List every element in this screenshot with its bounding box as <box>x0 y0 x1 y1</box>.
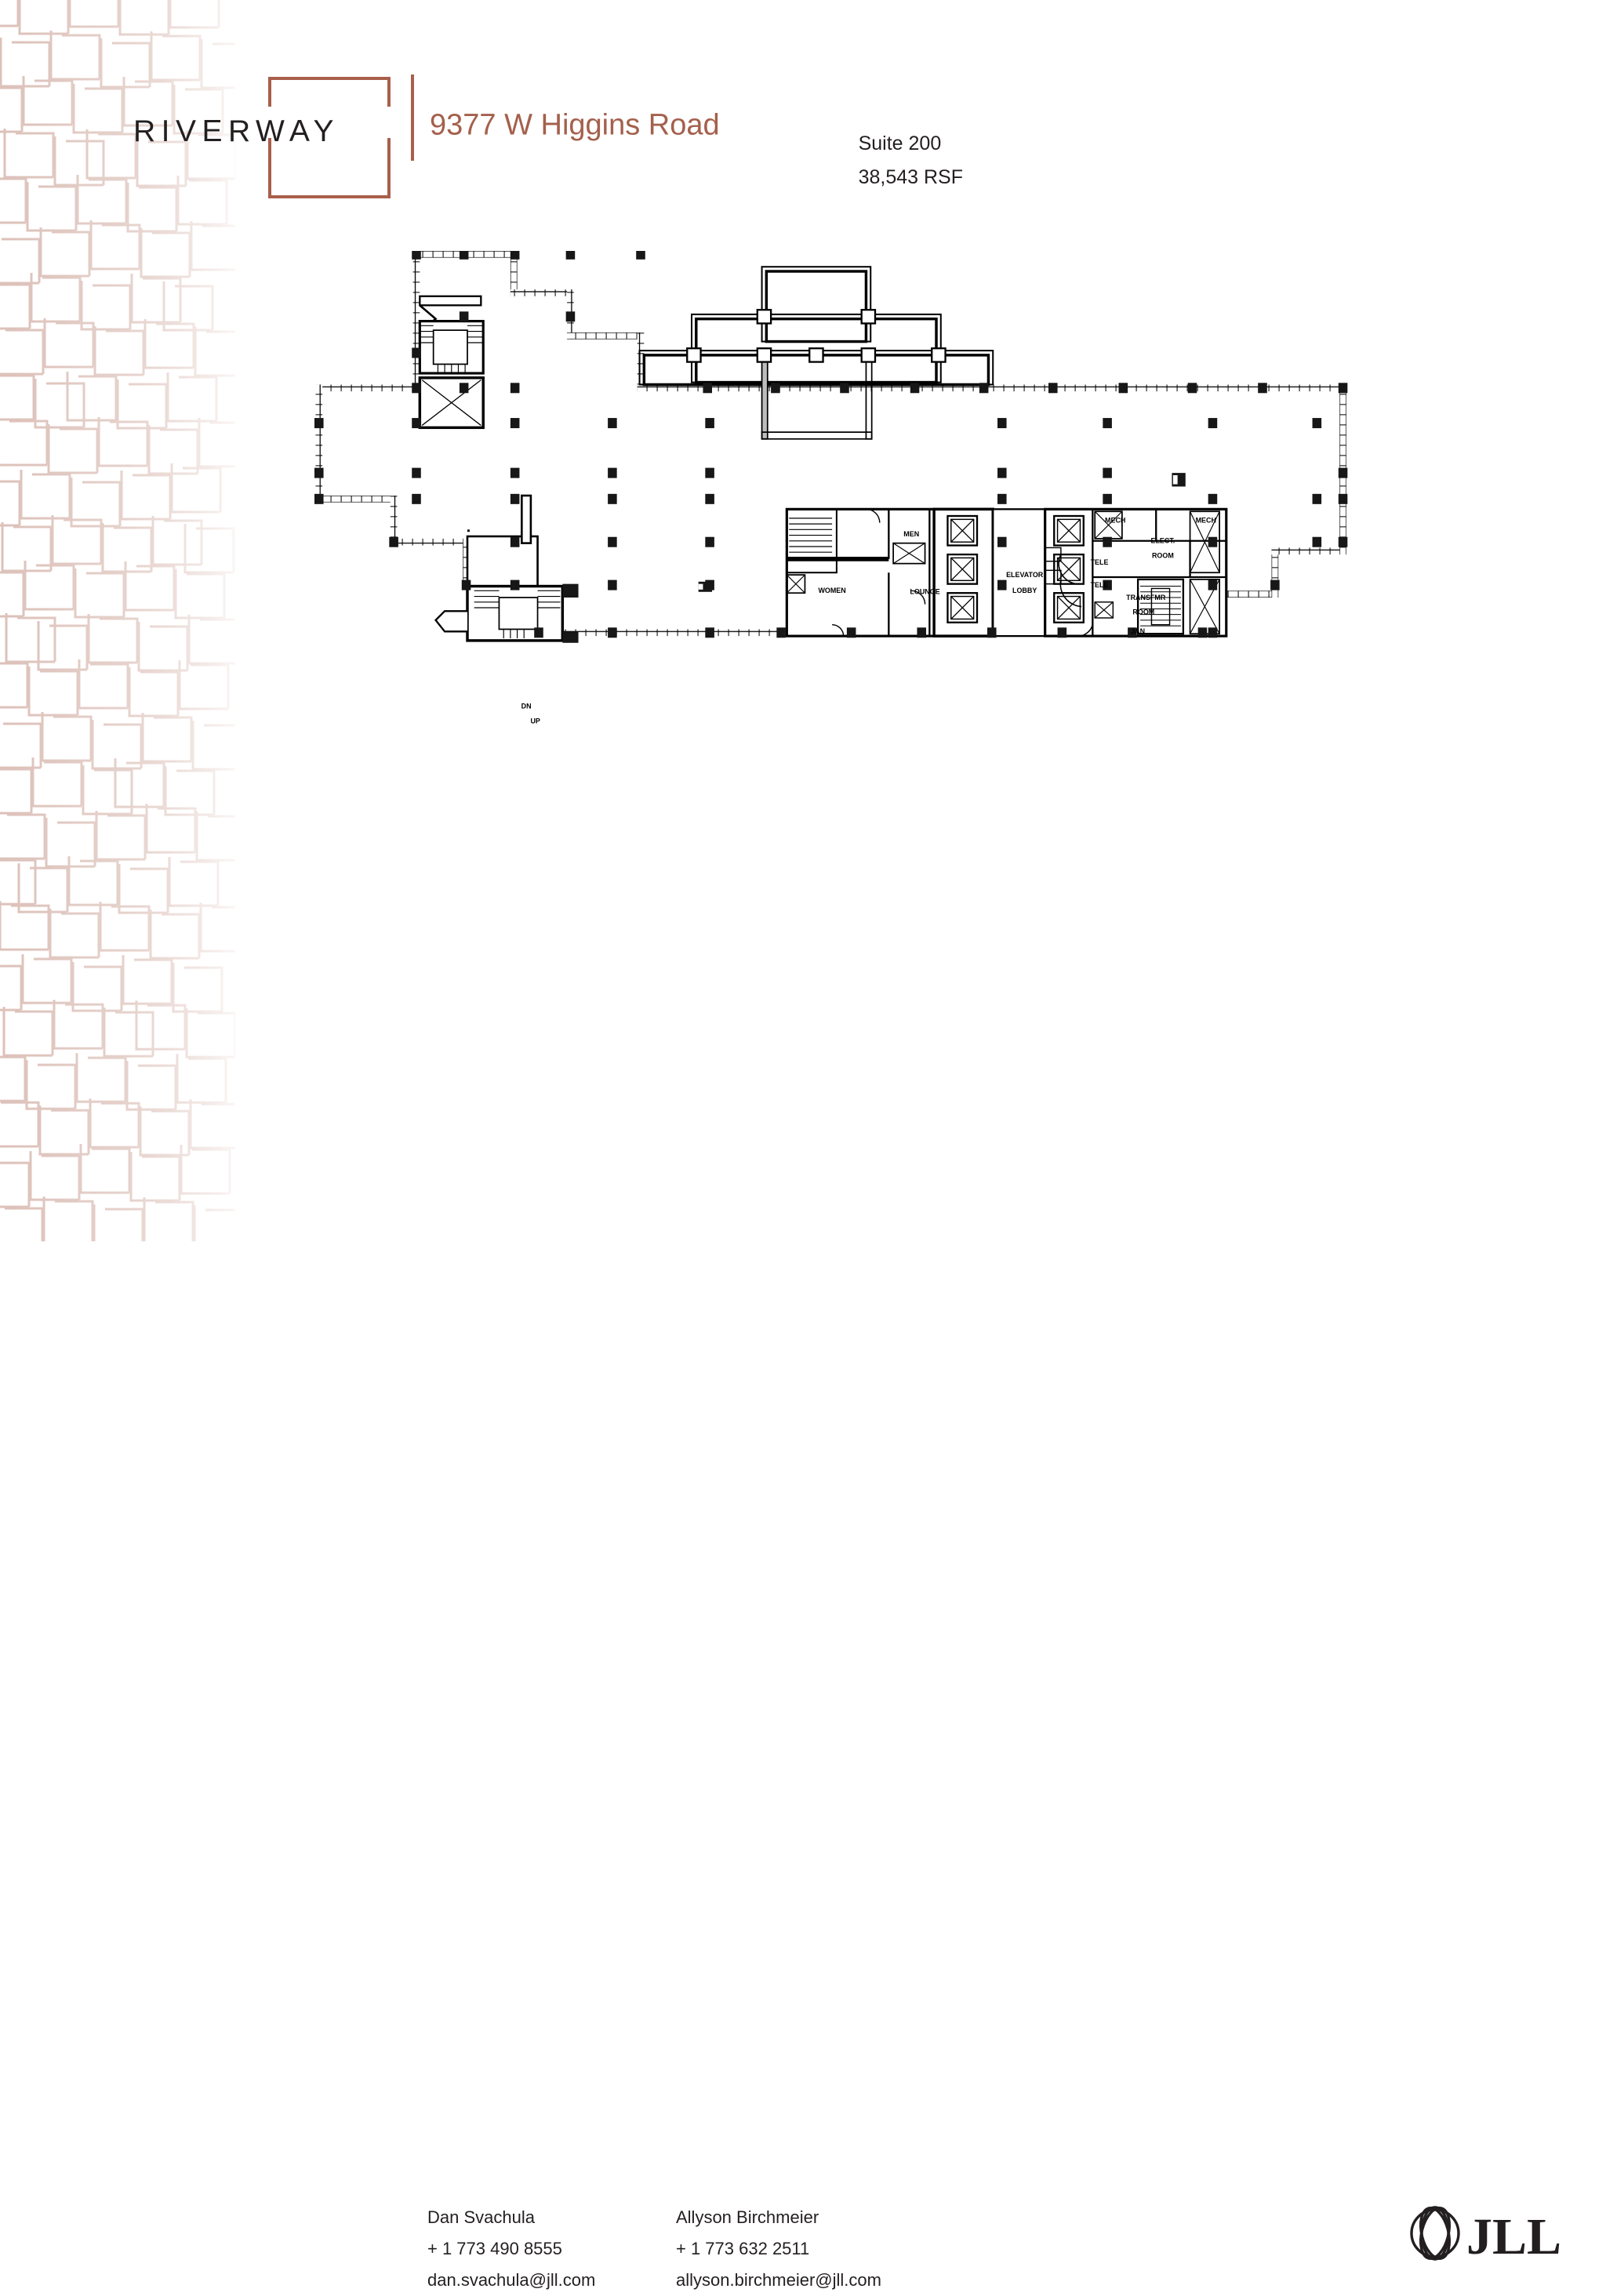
entrance-canopy <box>638 266 994 440</box>
room-label: ELECT. <box>1150 537 1175 545</box>
room-label: WOMEN <box>818 587 845 594</box>
suite-area: 38,543 RSF <box>858 166 963 188</box>
riverway-logo: RIVERWAY <box>133 61 400 206</box>
page-header: RIVERWAY 9377 W Higgins Road Suite 200 3… <box>0 0 1606 235</box>
contact-2-phone[interactable]: + 1 773 632 2511 <box>676 2239 810 2258</box>
contact-card-2: Allyson Birchmeier + 1 773 632 2511 ally… <box>676 2202 881 2296</box>
room-label: TELE <box>1091 558 1109 566</box>
contact-2-name: Allyson Birchmeier <box>676 2207 819 2227</box>
building-address: 9377 W Higgins Road <box>430 108 720 142</box>
contact-1-phone[interactable]: + 1 773 490 8555 <box>427 2239 562 2258</box>
room-label: TELE <box>1091 581 1109 589</box>
page-footer: Dan Svachula + 1 773 490 8555 dan.svachu… <box>0 1082 1606 2290</box>
room-label: UP <box>530 717 540 725</box>
core-east <box>1044 507 1228 638</box>
room-label: ELEVATOR <box>1006 571 1044 579</box>
room-label: JAN <box>1131 627 1145 635</box>
logo-square-gap-left <box>265 107 394 138</box>
room-label: ROOM <box>1152 551 1174 559</box>
contact-2-email[interactable]: allyson.birchmeier@jll.com <box>676 2270 881 2290</box>
elevator-lobby <box>992 508 1046 638</box>
room-label: ROOM <box>1132 609 1154 616</box>
core-west <box>785 507 994 638</box>
room-label: MECH <box>1105 517 1125 525</box>
floor-plan: MEN WOMEN LOUNGE ELEVATOR LOBBY MECH MECH ELECT… <box>298 251 1412 863</box>
room-label: LOUNGE <box>910 588 939 596</box>
plan-geometry: MEN WOMEN LOUNGE ELEVATOR LOBBY MECH MECH ELECT… <box>314 251 1348 725</box>
header-divider-rule <box>411 74 414 161</box>
room-label: MECH <box>1196 517 1216 525</box>
logo-wordmark: RIVERWAY <box>133 114 340 148</box>
room-labels: MEN WOMEN LOUNGE ELEVATOR LOBBY MECH MECH ELECT… <box>521 517 1216 725</box>
contact-card-1: Dan Svachula + 1 773 490 8555 dan.svachu… <box>427 2202 595 2296</box>
room-label: TRANSFMR <box>1126 594 1166 601</box>
jll-rings-icon <box>1410 2206 1460 2261</box>
suite-number: Suite 200 <box>858 133 942 154</box>
jll-logo: JLL <box>1404 2196 1568 2271</box>
contact-1-email[interactable]: dan.svachula@jll.com <box>427 2270 596 2290</box>
stair-south <box>434 535 579 643</box>
suite-info: Suite 200 38,543 RSF <box>859 127 963 194</box>
room-label: MEN <box>903 530 919 538</box>
room-label: LOBBY <box>1012 587 1037 594</box>
room-label: DN <box>521 703 532 710</box>
stair-north <box>418 295 485 430</box>
jll-wordmark: JLL <box>1466 2208 1561 2265</box>
contact-1-name: Dan Svachula <box>427 2207 535 2227</box>
